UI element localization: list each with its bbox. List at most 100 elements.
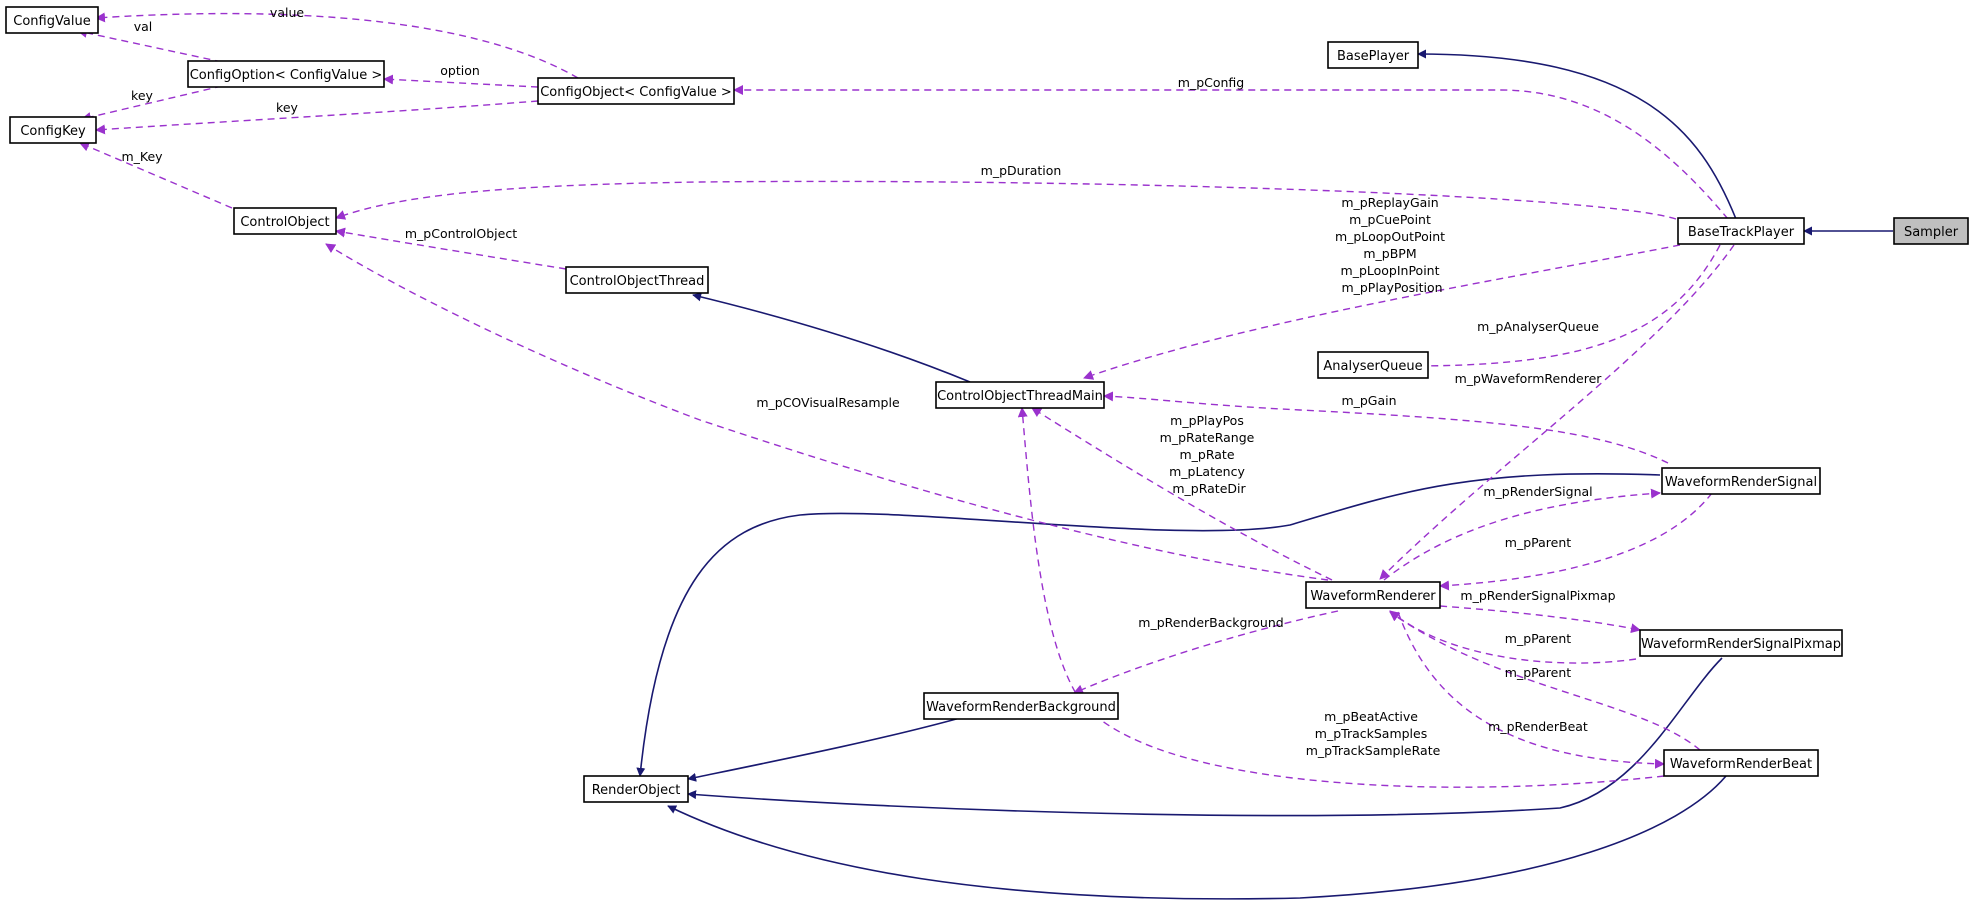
- edge-configobject-to-configkey: [95, 100, 539, 135]
- label-m-pplaypos: m_pPlayPos: [1170, 413, 1244, 428]
- label-m-preplaygain: m_pReplayGain: [1341, 195, 1438, 210]
- label-m-pparent-beat: m_pParent: [1505, 665, 1571, 680]
- label-basetrackplayer-controlobjectthreadmain: m_pReplayGain m_pCuePoint m_pLoopOutPoin…: [1335, 195, 1449, 295]
- edge-waveformrendersignalpixmap-to-waveformrenderer: [1389, 610, 1637, 664]
- edge-basetrackplayer-to-controlobjectthreadmain: [1083, 244, 1681, 380]
- node-configoption-label: ConfigOption< ConfigValue >: [190, 68, 383, 83]
- node-waveformrendersignalpixmap-label: WaveformRenderSignalPixmap: [1641, 637, 1841, 652]
- edge-waveformrenderer-to-waveformrenderbeat: [1397, 611, 1665, 769]
- label-option: option: [440, 63, 480, 78]
- edge-basetrackplayer-to-baseplayer: [1417, 49, 1737, 220]
- edge-waveformrendersignal-to-controlobjectthreadmain: [1103, 391, 1669, 464]
- edge-labels: value val key option key m_pConfig m_Key…: [121, 5, 1615, 758]
- edge-waveformrenderer-to-waveformrendersignal: [1383, 488, 1661, 581]
- edge-configobject-to-configvalue: [95, 12, 579, 79]
- edge-configoption-to-configvalue: [77, 28, 223, 63]
- label-m-pbeatactive: m_pBeatActive: [1324, 709, 1418, 724]
- node-configkey[interactable]: ConfigKey: [9, 116, 97, 144]
- node-baseplayer-label: BasePlayer: [1337, 49, 1410, 64]
- label-m-prendersignal: m_pRenderSignal: [1483, 484, 1592, 499]
- edge-waveformrenderbeat-to-controlobjectthreadmain: [1017, 407, 1665, 788]
- node-waveformrenderbeat-label: WaveformRenderBeat: [1670, 757, 1812, 772]
- node-waveformrenderbackground-label: WaveformRenderBackground: [926, 700, 1116, 715]
- node-controlobject-label: ControlObject: [240, 215, 329, 230]
- edge-waveformrenderbeat-to-waveformrenderer: [1389, 611, 1701, 751]
- label-m-pconfig: m_pConfig: [1178, 75, 1244, 90]
- node-basetrackplayer-label: BaseTrackPlayer: [1688, 225, 1795, 240]
- node-waveformrenderer-label: WaveformRenderer: [1310, 589, 1436, 604]
- label-waveformrenderbeat-controlobjectthreadmain: m_pBeatActive m_pTrackSamples m_pTrackSa…: [1306, 709, 1441, 758]
- node-controlobjectthread[interactable]: ControlObjectThread: [565, 266, 709, 294]
- node-waveformrenderbeat[interactable]: WaveformRenderBeat: [1663, 749, 1819, 777]
- label-key-configobject: key: [276, 100, 298, 115]
- node-waveformrenderer[interactable]: WaveformRenderer: [1305, 581, 1441, 609]
- edge-waveformrenderer-to-waveformrenderbackground: [1073, 610, 1339, 695]
- node-renderobject-label: RenderObject: [592, 783, 681, 798]
- nodes: Sampler BaseTrackPlayer BasePlayer Confi…: [5, 6, 1969, 803]
- node-sampler-label: Sampler: [1904, 225, 1959, 240]
- edge-waveformrendersignal-to-renderobject: [636, 473, 1661, 777]
- node-controlobject[interactable]: ControlObject: [233, 207, 337, 235]
- node-waveformrendersignal-label: WaveformRenderSignal: [1665, 475, 1817, 490]
- label-m-pratedir: m_pRateDir: [1172, 481, 1246, 496]
- usage-edges: [77, 12, 1735, 788]
- edge-basetrackplayer-to-configobject: [733, 85, 1729, 220]
- node-controlobjectthread-label: ControlObjectThread: [570, 274, 705, 289]
- node-configobject-label: ConfigObject< ConfigValue >: [540, 85, 732, 100]
- label-m-pwaveformrenderer: m_pWaveformRenderer: [1455, 371, 1603, 386]
- edge-waveformrenderbeat-to-renderobject: [667, 775, 1727, 900]
- label-m-key: m_Key: [121, 149, 163, 164]
- label-m-ptracksamplerate: m_pTrackSampleRate: [1306, 743, 1441, 758]
- edge-configobject-to-configoption: [383, 74, 539, 88]
- node-controlobjectthreadmain-label: ControlObjectThreadMain: [937, 389, 1103, 404]
- edge-waveformrenderer-to-controlobject: [325, 243, 1329, 581]
- edge-waveformrendersignalpixmap-to-renderobject: [687, 657, 1723, 817]
- label-m-prendersignalpixmap: m_pRenderSignalPixmap: [1460, 588, 1615, 603]
- edge-basetrackplayer-to-analyserqueue: [1417, 244, 1721, 371]
- edge-waveformrenderer-to-waveformrendersignalpixmap: [1439, 605, 1641, 634]
- label-m-pbpm: m_pBPM: [1363, 246, 1416, 261]
- label-m-pcontrolobject: m_pControlObject: [405, 226, 517, 241]
- edge-controlobjectthreadmain-to-controlobjectthread: [692, 292, 971, 383]
- edge-controlobjectthread-to-controlobject: [335, 227, 567, 270]
- label-m-prenderbackground: m_pRenderBackground: [1138, 615, 1283, 630]
- label-m-prenderbeat: m_pRenderBeat: [1488, 719, 1588, 734]
- edge-basetrackplayer-to-waveformrenderer: [1379, 244, 1735, 580]
- label-m-ptracksamples: m_pTrackSamples: [1315, 726, 1427, 741]
- node-basetrackplayer[interactable]: BaseTrackPlayer: [1677, 217, 1805, 245]
- node-configoption[interactable]: ConfigOption< ConfigValue >: [187, 60, 385, 88]
- node-controlobjectthreadmain[interactable]: ControlObjectThreadMain: [935, 381, 1105, 409]
- node-configvalue-label: ConfigValue: [13, 14, 90, 29]
- label-m-panalyserqueue: m_pAnalyserQueue: [1477, 319, 1599, 334]
- node-baseplayer[interactable]: BasePlayer: [1327, 41, 1419, 69]
- label-m-pparent-pixmap: m_pParent: [1505, 631, 1571, 646]
- node-analyserqueue-label: AnalyserQueue: [1323, 359, 1422, 374]
- inheritance-edges: [636, 49, 1893, 900]
- edge-controlobject-to-configkey: [79, 141, 233, 209]
- label-m-pgain: m_pGain: [1341, 393, 1396, 408]
- edge-waveformrenderer-to-controlobjectthreadmain: [1031, 407, 1333, 581]
- label-m-ploopoutpoint: m_pLoopOutPoint: [1335, 229, 1445, 244]
- node-waveformrenderbackground[interactable]: WaveformRenderBackground: [923, 692, 1119, 720]
- edge-basetrackplayer-to-controlobject: [335, 180, 1677, 220]
- label-m-pparent-signal: m_pParent: [1505, 535, 1571, 550]
- label-key-configoption: key: [131, 88, 153, 103]
- label-waveformrenderer-controlobjectthreadmain: m_pPlayPos m_pRateRange m_pRate m_pLaten…: [1160, 413, 1259, 496]
- label-m-pcovisualresample: m_pCOVisualResample: [756, 395, 900, 410]
- node-analyserqueue[interactable]: AnalyserQueue: [1317, 351, 1429, 379]
- node-renderobject[interactable]: RenderObject: [583, 775, 689, 803]
- node-sampler[interactable]: Sampler: [1893, 217, 1969, 245]
- edge-waveformrenderbackground-to-renderobject: [687, 717, 961, 782]
- label-m-platency: m_pLatency: [1169, 464, 1245, 479]
- label-m-pcuepoint: m_pCuePoint: [1349, 212, 1431, 227]
- node-waveformrendersignalpixmap[interactable]: WaveformRenderSignalPixmap: [1639, 629, 1843, 657]
- node-configvalue[interactable]: ConfigValue: [5, 6, 99, 34]
- node-configobject[interactable]: ConfigObject< ConfigValue >: [537, 77, 735, 105]
- node-waveformrendersignal[interactable]: WaveformRenderSignal: [1661, 467, 1821, 495]
- label-value: value: [270, 5, 304, 20]
- label-m-prate: m_pRate: [1179, 447, 1234, 462]
- label-m-ploopinpoint: m_pLoopInPoint: [1341, 263, 1440, 278]
- edge-waveformrendersignal-to-waveformrenderer: [1439, 492, 1713, 591]
- label-m-praterange: m_pRateRange: [1160, 430, 1255, 445]
